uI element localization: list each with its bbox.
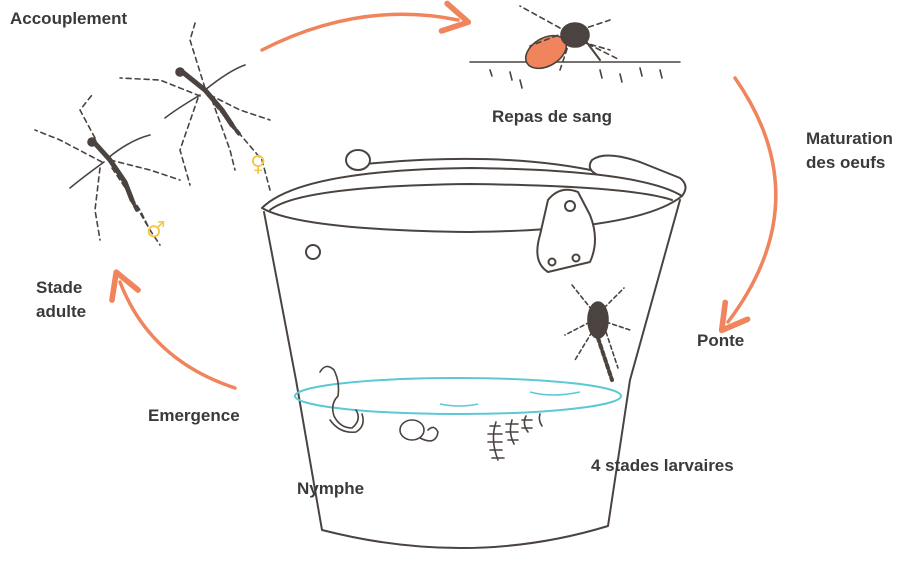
male-symbol: ♂ — [146, 218, 166, 243]
water-surface — [295, 378, 621, 414]
arrow-mating-to-blood-meal — [262, 14, 458, 50]
label-laying: Ponte — [697, 330, 744, 352]
label-egg-maturation-line1: Maturation — [806, 128, 893, 150]
female-symbol: ♀ — [250, 152, 266, 177]
feeding-mosquito-icon — [470, 6, 680, 88]
laying-mosquito-icon — [565, 285, 630, 380]
label-larval-stages: 4 stades larvaires — [591, 455, 734, 477]
arrow-emergence-to-adult — [120, 282, 235, 388]
label-blood-meal: Repas de sang — [492, 106, 612, 128]
mosquito-female-icon — [120, 20, 270, 190]
label-adult-line2: adulte — [36, 301, 86, 323]
larva-icon — [488, 414, 542, 460]
label-pupa: Nymphe — [297, 478, 364, 500]
label-emergence: Emergence — [148, 405, 240, 427]
label-adult-line1: Stade — [36, 277, 82, 299]
label-mating: Accouplement — [10, 8, 127, 30]
arrow-maturation-to-laying — [728, 78, 776, 322]
label-egg-maturation-line2: des oeufs — [806, 152, 885, 174]
